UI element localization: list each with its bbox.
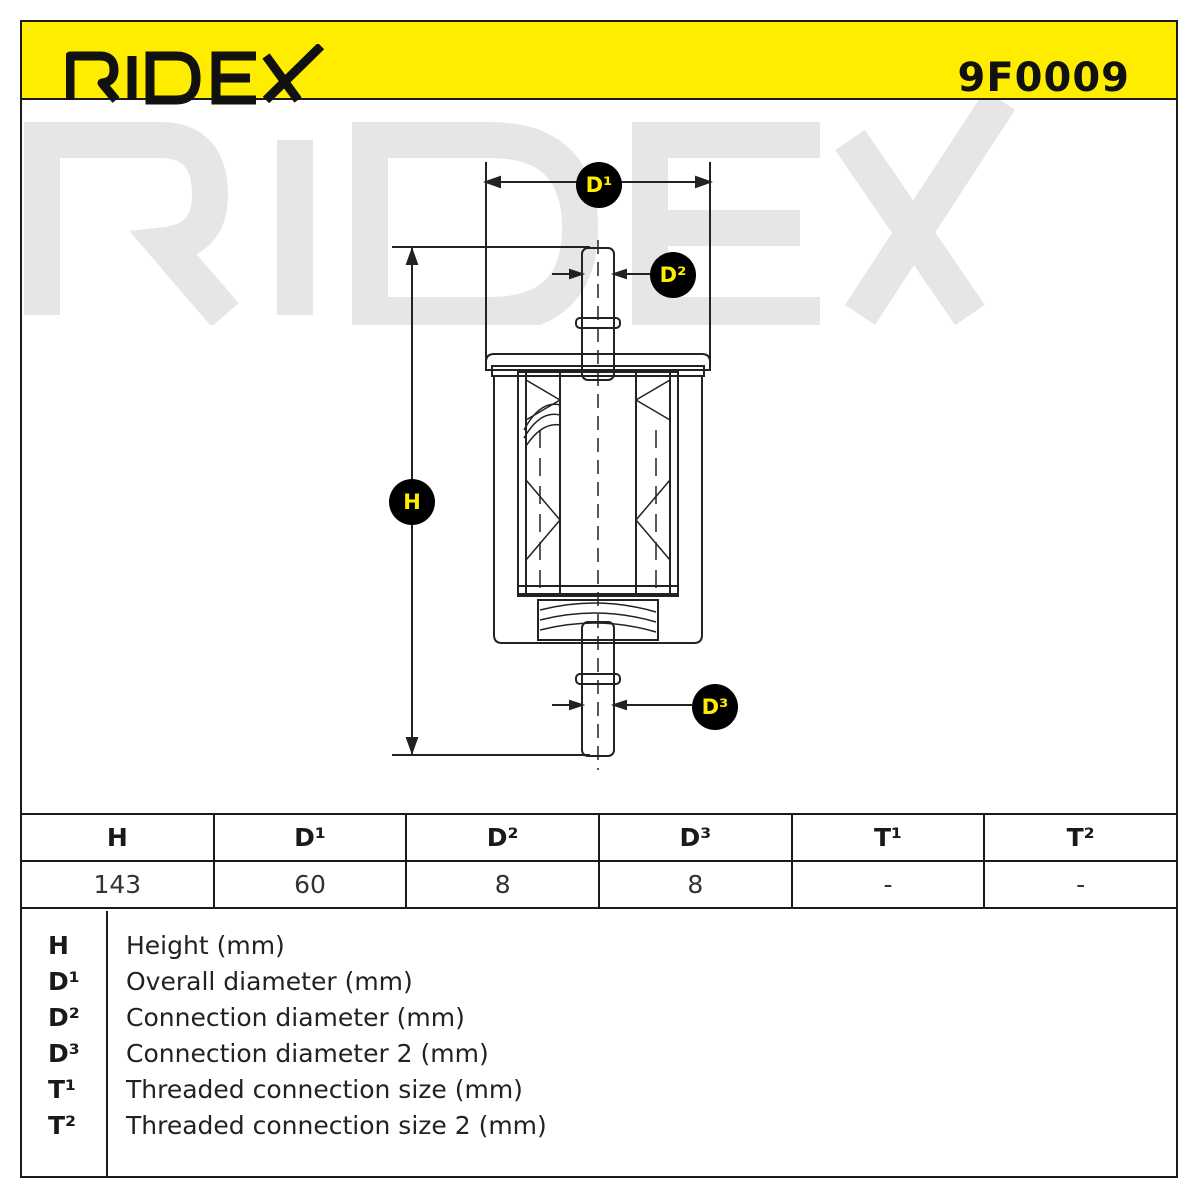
- legend-item: D³ Connection diameter 2 (mm): [22, 1039, 1172, 1075]
- legend-description: Connection diameter (mm): [126, 1003, 465, 1032]
- specs-header-cell: D³: [597, 813, 793, 862]
- legend-item: T¹ Threaded connection size (mm): [22, 1075, 1172, 1111]
- dimension-label-d1: D¹: [576, 162, 622, 208]
- legend-item: D² Connection diameter (mm): [22, 1003, 1172, 1039]
- legend-code: D³: [48, 1039, 80, 1068]
- specs-value-row: 143 60 8 8 - -: [20, 860, 1178, 909]
- dimension-label-d3: D³: [692, 684, 738, 730]
- specs-header-cell: H: [20, 813, 215, 862]
- legend-code: T¹: [48, 1075, 77, 1104]
- specs-header-cell: D¹: [212, 813, 408, 862]
- part-number: 9F0009: [957, 55, 1130, 101]
- legend-description: Threaded connection size 2 (mm): [126, 1111, 547, 1140]
- technical-drawing: D¹ D² D³ H: [20, 100, 1178, 813]
- legend: H Height (mm) D¹ Overall diameter (mm) D…: [20, 911, 1178, 1178]
- specs-value-cell: -: [790, 860, 986, 909]
- legend-divider: [106, 911, 108, 1176]
- specs-header-cell: D²: [405, 813, 600, 862]
- legend-description: Threaded connection size (mm): [126, 1075, 523, 1104]
- legend-description: Height (mm): [126, 931, 285, 960]
- specs-table: H D¹ D² D³ T¹ T² 143 60 8 8 - -: [20, 813, 1178, 909]
- specs-value-cell: 8: [405, 860, 600, 909]
- specs-value-cell: 143: [20, 860, 215, 909]
- legend-item: H Height (mm): [22, 931, 1172, 967]
- legend-item: D¹ Overall diameter (mm): [22, 967, 1172, 1003]
- specs-value-cell: -: [983, 860, 1178, 909]
- fuel-filter-diagram: [392, 162, 713, 770]
- legend-description: Overall diameter (mm): [126, 967, 413, 996]
- specs-value-cell: 8: [597, 860, 793, 909]
- legend-code: T²: [48, 1111, 77, 1140]
- specs-header-row: H D¹ D² D³ T¹ T²: [20, 813, 1178, 862]
- ridex-logo: [66, 44, 325, 105]
- specs-header-cell: T²: [983, 813, 1178, 862]
- legend-description: Connection diameter 2 (mm): [126, 1039, 489, 1068]
- legend-item: T² Threaded connection size 2 (mm): [22, 1111, 1172, 1147]
- ridex-watermark: [24, 100, 1016, 325]
- dimension-label-d2: D²: [650, 252, 696, 298]
- legend-code: D¹: [48, 967, 80, 996]
- header-bar: 9F0009: [20, 20, 1178, 105]
- legend-code: D²: [48, 1003, 80, 1032]
- specs-value-cell: 60: [212, 860, 408, 909]
- dimension-label-h: H: [389, 479, 435, 525]
- specs-header-cell: T¹: [790, 813, 986, 862]
- legend-code: H: [48, 931, 69, 960]
